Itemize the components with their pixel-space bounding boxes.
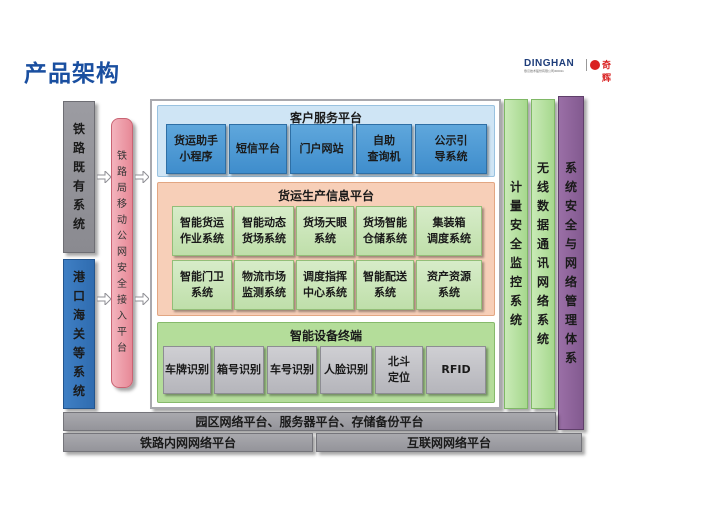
customer-platform-title: 客户服务平台 <box>289 111 362 125</box>
device-item-3: 车号识别 <box>267 346 317 394</box>
production-item-4: 货场智能 仓储系统 <box>356 206 414 256</box>
production-item-9: 智能配送 系统 <box>356 260 414 310</box>
device-item-6: RFID <box>426 346 486 394</box>
metering-monitor-system-block: 计量安全监控系统 <box>504 99 528 409</box>
device-item-2: 箱号识别 <box>214 346 264 394</box>
railway-existing-system-block: 铁路既有系统 <box>63 101 95 253</box>
logo-tagline: 鼎汉技术股份有限公司300011 <box>524 69 564 73</box>
production-item-10: 资产资源 系统 <box>416 260 482 310</box>
arrow-right-icon <box>135 293 149 305</box>
customer-item-2: 短信平台 <box>229 124 287 174</box>
security-management-system-block: 系统安全与网络管理体系 <box>558 96 584 430</box>
arrow-right-icon <box>135 171 149 183</box>
wireless-label: 无线数据通讯网络系统 <box>536 161 549 346</box>
device-platform-title: 智能设备终端 <box>289 329 362 343</box>
security-label: 系统安全与网络管理体系 <box>564 160 577 365</box>
brand-logo: DINGHAN 鼎汉技术股份有限公司300011 奇辉 <box>524 58 616 84</box>
mobile-access-label: 铁路局移动公网安全接入平台 <box>117 151 127 354</box>
internet-network-bar: 互联网网络平台 <box>316 433 582 452</box>
arrow-right-icon <box>97 293 111 305</box>
customer-item-4: 自助 查询机 <box>356 124 412 174</box>
customer-item-1: 货运助手 小程序 <box>166 124 226 174</box>
park-network-platform-bar: 园区网络平台、服务器平台、存储备份平台 <box>63 412 556 431</box>
logo-brand-text: DINGHAN <box>524 58 575 69</box>
metering-label: 计量安全监控系统 <box>509 180 522 327</box>
production-item-7: 物流市场 监测系统 <box>234 260 294 310</box>
production-item-5: 集装箱 调度系统 <box>416 206 482 256</box>
page-title: 产品架构 <box>24 61 120 87</box>
customer-item-3: 门户网站 <box>290 124 353 174</box>
port-customs-system-block: 港口海关等系统 <box>63 259 95 409</box>
port-customs-label: 港口海关等系统 <box>72 269 85 398</box>
wireless-network-system-block: 无线数据通讯网络系统 <box>531 99 555 409</box>
production-item-3: 货场天眼 系统 <box>296 206 354 256</box>
arrow-right-icon <box>97 171 111 183</box>
production-item-6: 智能门卫 系统 <box>172 260 232 310</box>
logo-cn-text: 奇辉 <box>602 61 612 84</box>
logo-mark-icon <box>590 60 600 70</box>
production-item-1: 智能货运 作业系统 <box>172 206 232 256</box>
production-item-8: 调度指挥 中心系统 <box>296 260 354 310</box>
customer-item-5: 公示引 导系统 <box>415 124 487 174</box>
railway-existing-label: 铁路既有系统 <box>72 122 85 231</box>
production-item-2: 智能动态 货场系统 <box>234 206 294 256</box>
railway-intranet-bar: 铁路内网网络平台 <box>63 433 313 452</box>
logo-divider <box>586 59 587 71</box>
production-platform-title: 货运生产信息平台 <box>277 189 374 203</box>
mobile-access-platform-block: 铁路局移动公网安全接入平台 <box>111 118 133 388</box>
device-item-4: 人脸识别 <box>320 346 372 394</box>
device-item-5: 北斗 定位 <box>375 346 423 394</box>
device-item-1: 车牌识别 <box>163 346 211 394</box>
